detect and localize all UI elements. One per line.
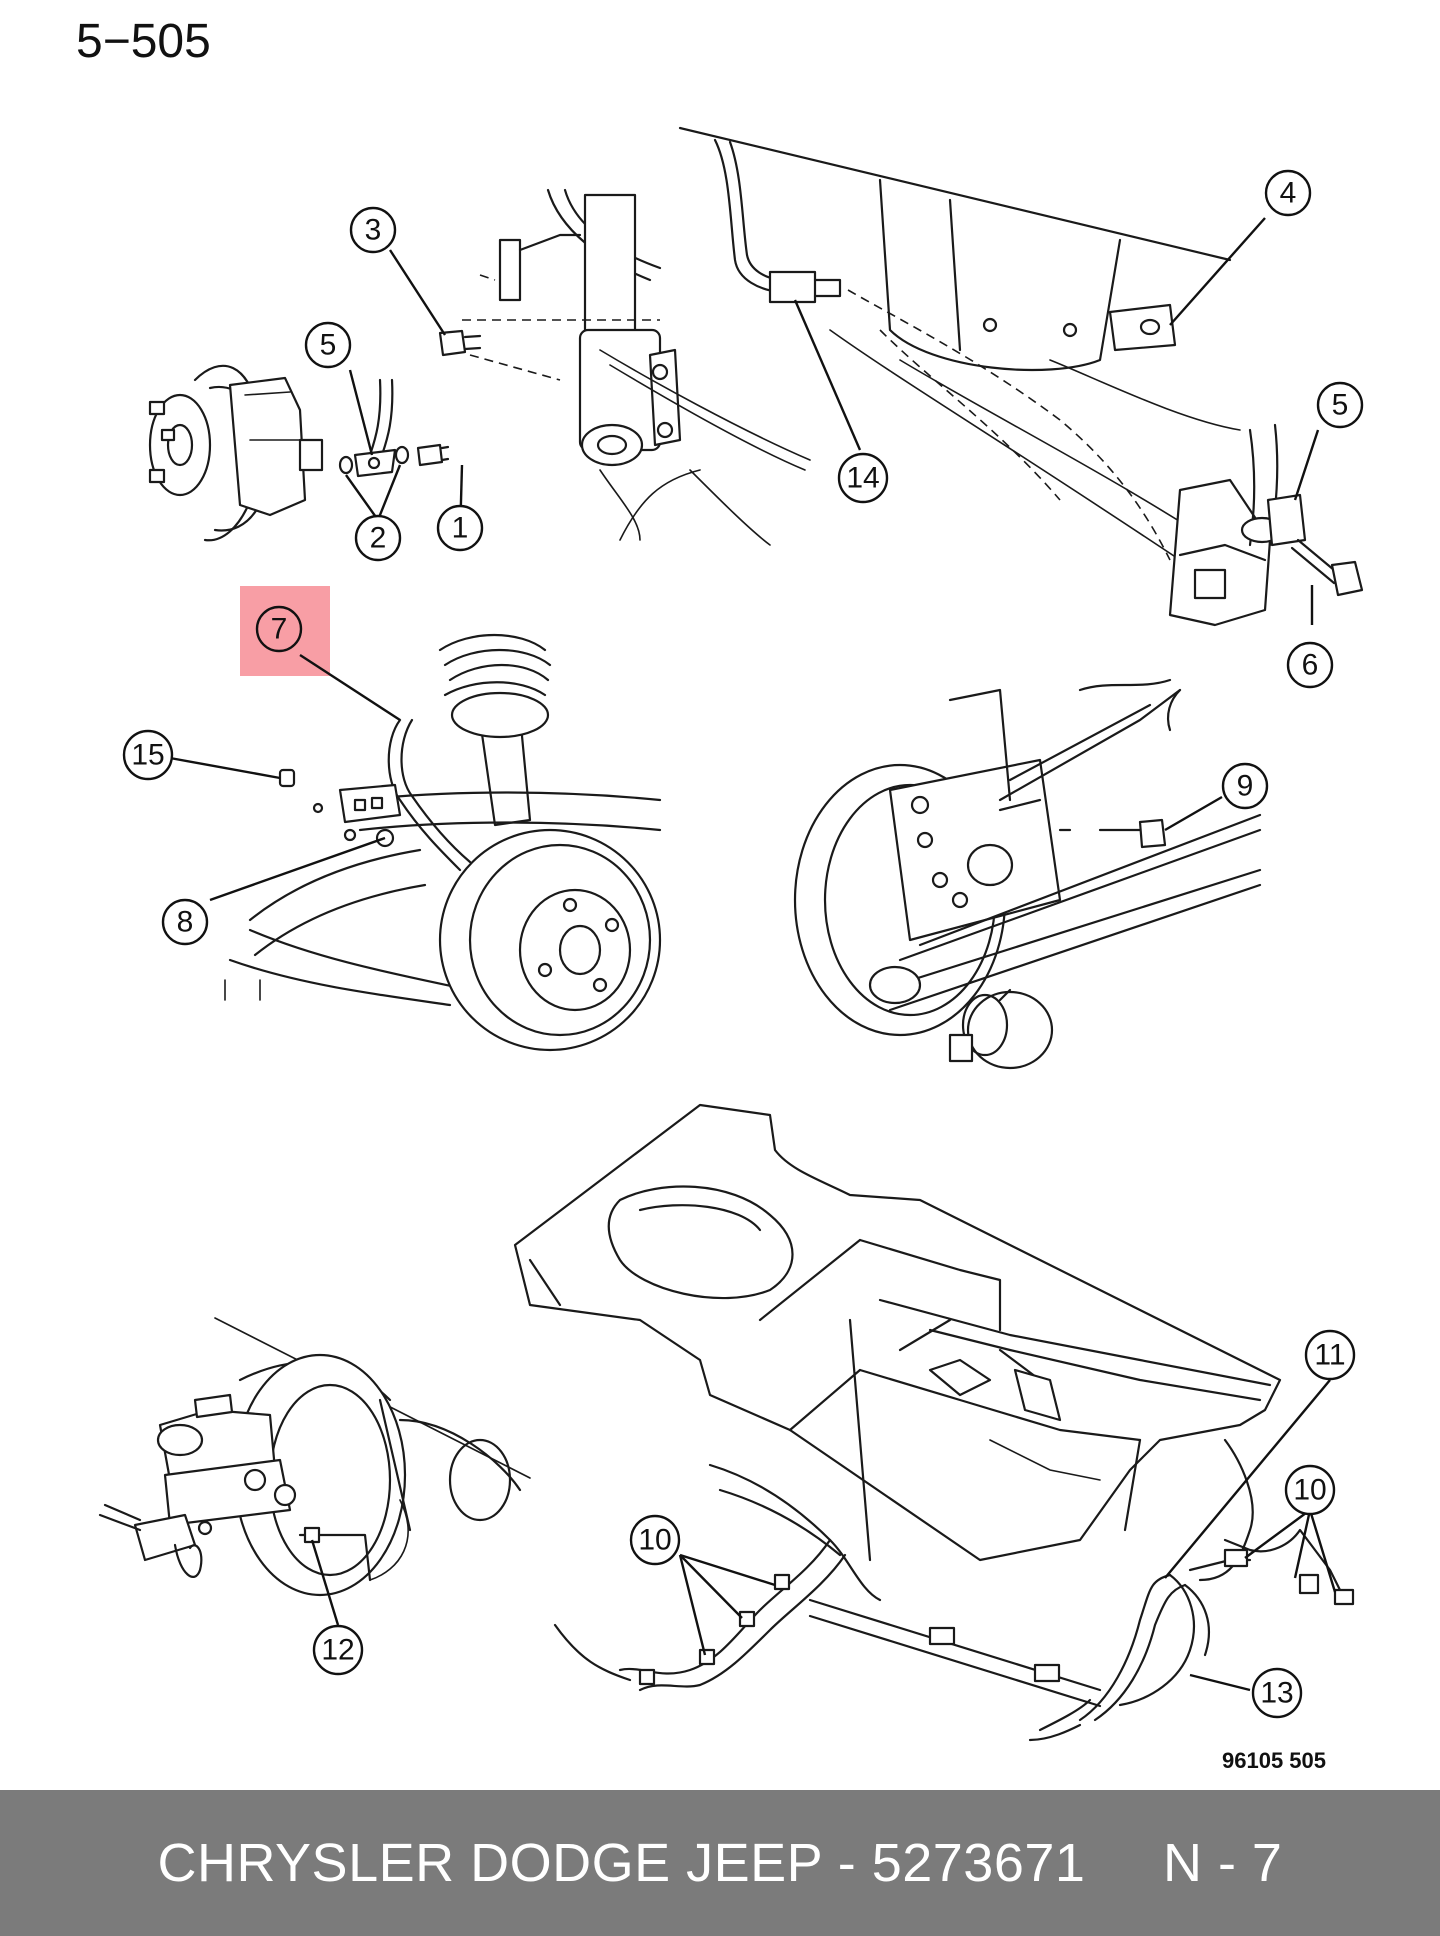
page-number: 5−505 (76, 15, 211, 68)
callout-6-label: 6 (1302, 649, 1319, 682)
callout-5-junction-label: 5 (1332, 389, 1349, 422)
callout-1: 1 (436, 504, 484, 552)
front-brake-assembly (148, 329, 482, 542)
footer-text: CHRYSLER DODGE JEEP - 5273671 N - 7 (157, 1833, 1283, 1893)
callout-2: 2 (354, 514, 402, 562)
front-strut-assembly (462, 188, 811, 546)
callout-15-label: 15 (131, 739, 164, 772)
highlight-callout-7 (240, 586, 330, 676)
callout-3-label: 3 (365, 214, 382, 247)
callout-1-label: 1 (452, 512, 469, 545)
callout-12-label: 12 (321, 1634, 354, 1667)
callout-2-label: 2 (370, 522, 387, 555)
rear-left-drum-assembly (224, 634, 662, 1052)
brake-system-exploded-diagram: 1 2 3 4 5 5 6 7 8 9 10 10 11 12 13 14 15 (98, 126, 1364, 1742)
callout-5-junction: 5 (1316, 381, 1364, 429)
floor-pan-brake-lines (513, 1103, 1355, 1742)
callout-13-label: 13 (1260, 1677, 1293, 1710)
callout-7: 7 (255, 605, 303, 653)
callout-12: 12 (312, 1624, 364, 1676)
callout-10-right-label: 10 (1293, 1474, 1326, 1507)
callout-10-left-label: 10 (638, 1524, 671, 1557)
callout-10-right: 10 (1284, 1464, 1336, 1516)
callout-8-label: 8 (177, 906, 194, 939)
callout-leaders (169, 217, 1337, 1692)
frame-junction-assembly (678, 126, 1364, 627)
callout-10-left: 10 (629, 1514, 681, 1566)
callout-15: 15 (122, 729, 174, 781)
callouts: 1 2 3 4 5 5 6 7 8 9 10 10 11 12 13 14 15 (122, 169, 1364, 1719)
callout-5-front-label: 5 (320, 329, 337, 362)
footer-bar: CHRYSLER DODGE JEEP - 5273671 N - 7 (0, 1790, 1440, 1936)
callout-11: 11 (1304, 1329, 1356, 1381)
callout-9: 9 (1221, 762, 1269, 810)
callout-9-label: 9 (1237, 770, 1254, 803)
callout-11-label: 11 (1314, 1339, 1345, 1372)
callout-13: 13 (1251, 1667, 1303, 1719)
callout-7-label: 7 (271, 613, 288, 646)
master-cylinder-assembly (98, 1317, 531, 1597)
callout-14: 14 (837, 452, 889, 504)
callout-14-label: 14 (846, 462, 879, 495)
callout-8: 8 (161, 898, 209, 946)
rear-right-drum-assembly (793, 678, 1262, 1070)
callout-3: 3 (349, 206, 397, 254)
callout-4-label: 4 (1280, 177, 1297, 210)
callout-5-front: 5 (304, 321, 352, 369)
figure-code: 96105 505 (1222, 1748, 1326, 1773)
callout-6: 6 (1286, 641, 1334, 689)
callout-4: 4 (1264, 169, 1312, 217)
